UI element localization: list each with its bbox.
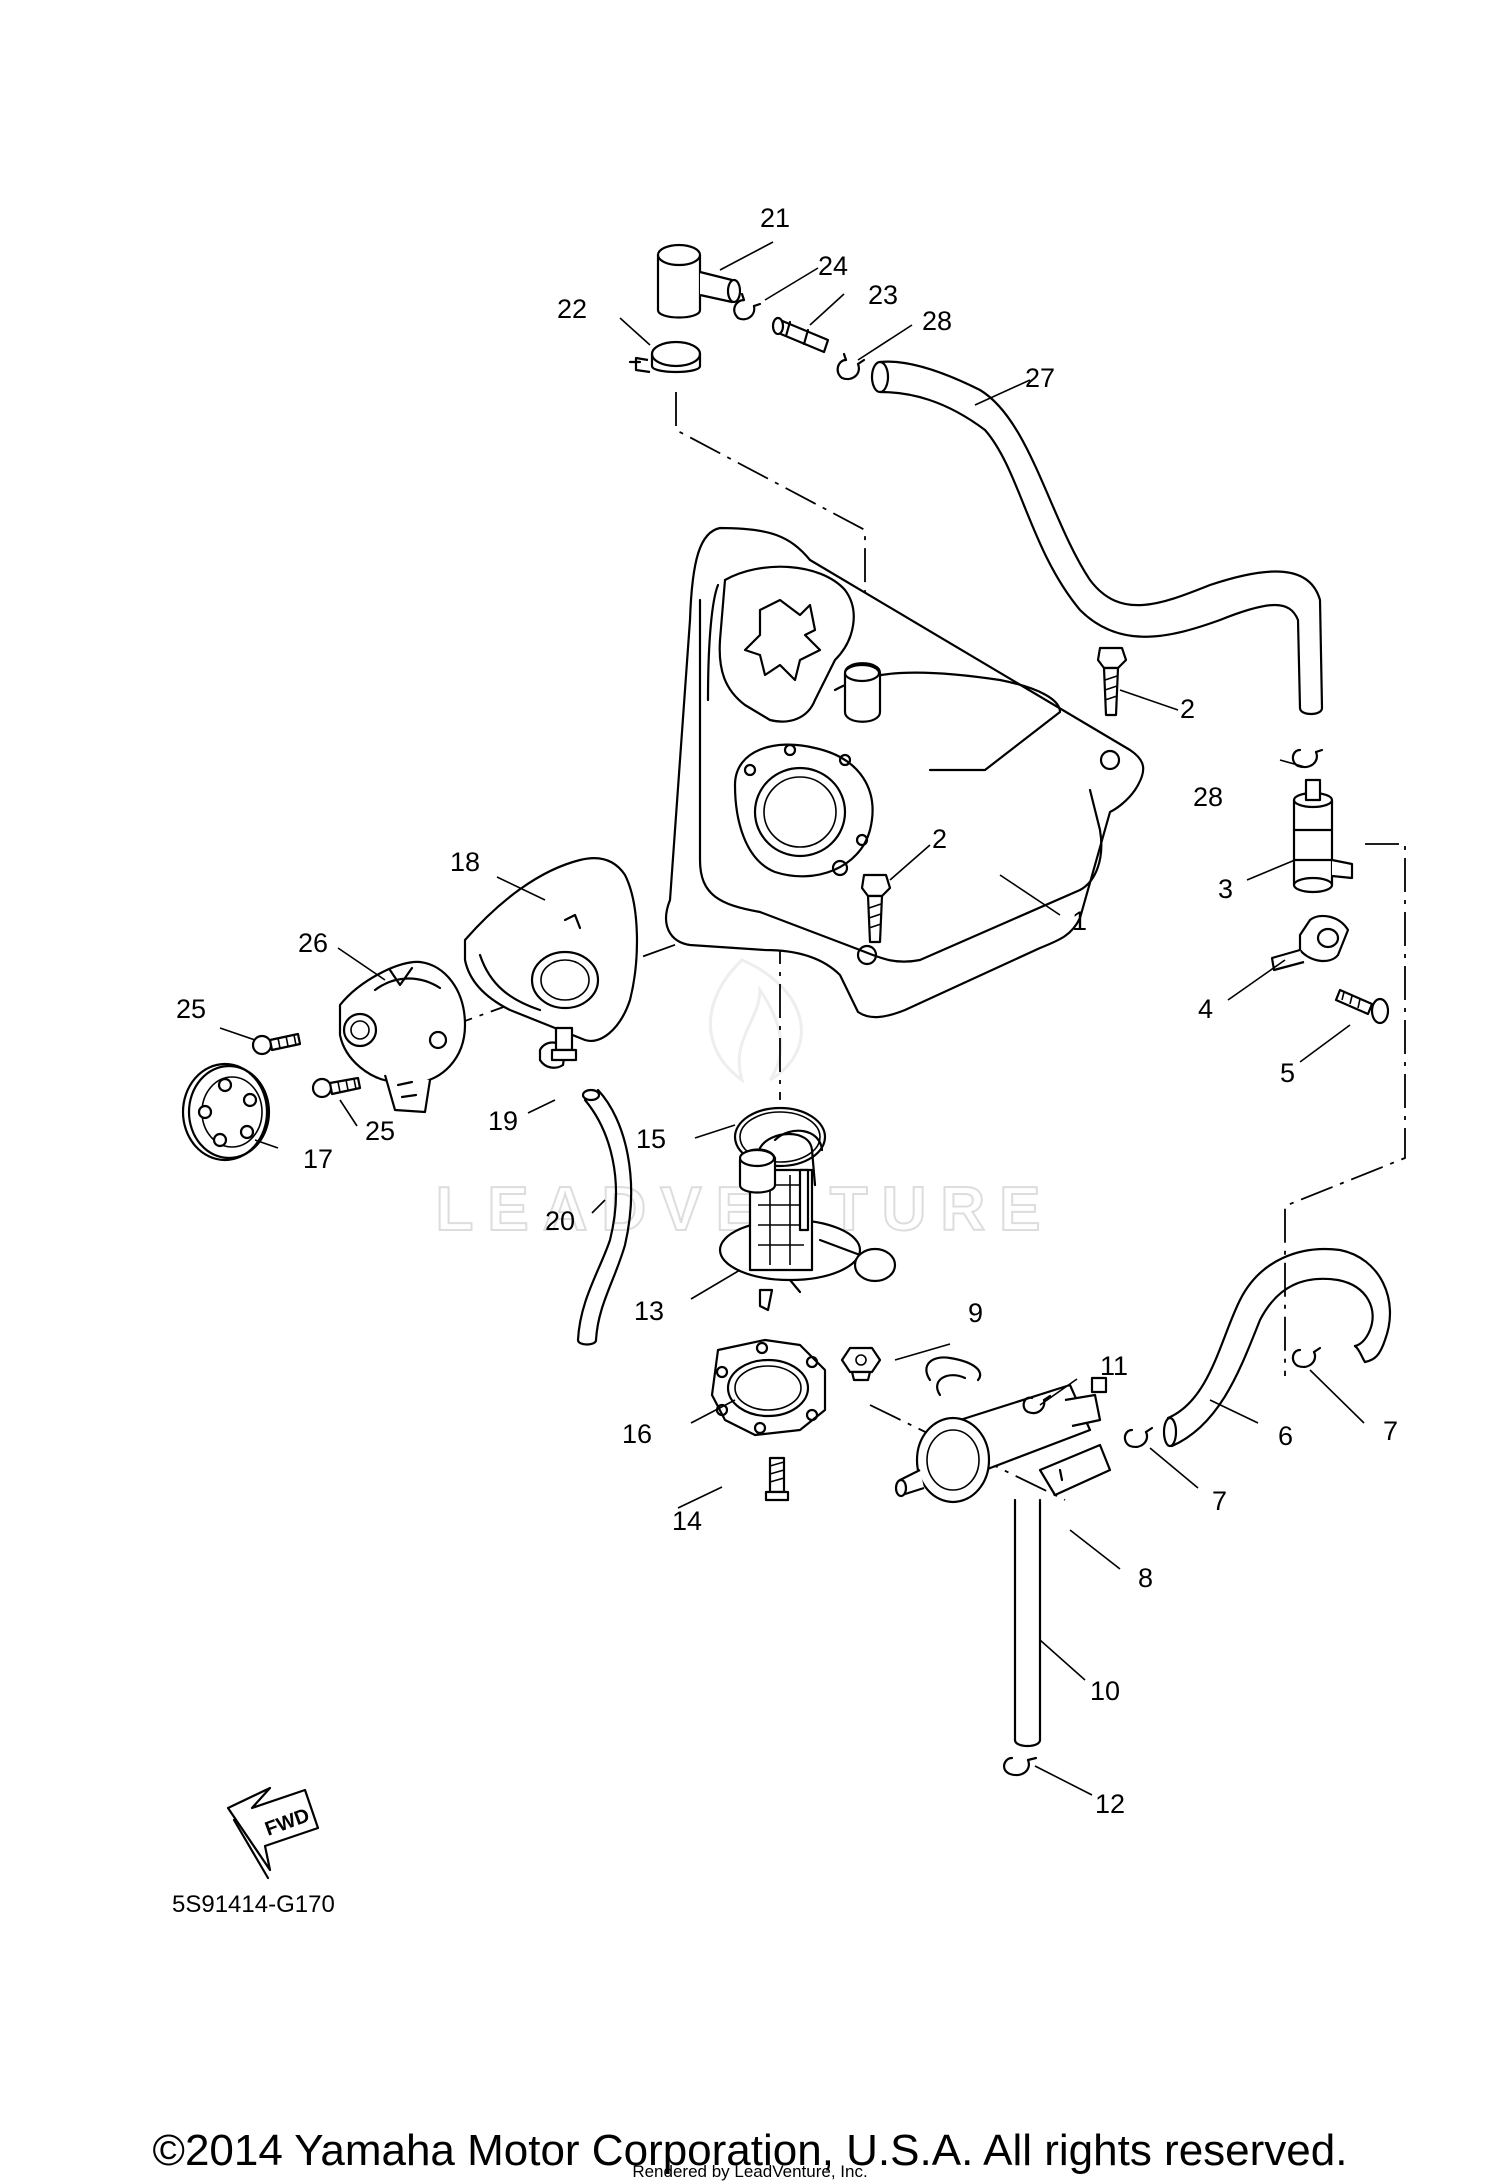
callout-28-lower: 28 [1193,782,1223,812]
hose-joint [550,1026,578,1062]
clip-28-lower [1291,748,1324,769]
plate-bolt [764,1456,790,1502]
breather-hose [870,360,1324,716]
callout-11: 11 [1100,1351,1128,1381]
callout-25-upper: 25 [176,994,206,1024]
callout-24: 24 [818,251,848,281]
callout-19: 19 [488,1106,518,1136]
leader-lines [219,241,1365,1796]
callout-16: 16 [622,1419,652,1449]
bolt-upper [1096,646,1128,717]
callout-2-upper: 2 [1180,694,1195,724]
callout-6: 6 [1278,1421,1293,1451]
callout-3: 3 [1218,874,1233,904]
grommet-disc [181,1062,271,1162]
callout-20: 20 [545,1206,575,1236]
callout-28-upper: 28 [922,306,952,336]
pump-plate [710,1338,827,1437]
callout-5: 5 [1280,1058,1295,1088]
callout-26: 26 [298,928,328,958]
pump-cover [463,857,639,1069]
callout-7-left: 7 [1212,1486,1227,1516]
callout-18: 18 [450,847,480,877]
callout-22: 22 [557,294,587,324]
callout-9: 9 [968,1298,983,1328]
fuel-pump [718,1129,897,1312]
callout-25-lower: 25 [365,1116,395,1146]
fuel-tank [665,526,1145,1019]
callout-27: 27 [1025,363,1055,393]
callout-21: 21 [760,203,790,233]
fwd-arrow: FWD [226,1786,320,1880]
leadventure-logo-icon [709,958,803,1084]
screw-25-lower [311,1076,362,1099]
rendered-by-notice: Rendered by LeadVenture, Inc. [632,2162,868,2181]
callout-4: 4 [1198,994,1213,1024]
fuel-filter [1292,778,1354,894]
callout-8: 8 [1138,1563,1153,1593]
clip-11 [1022,1394,1052,1415]
callout-23: 23 [868,280,898,310]
callout-10: 10 [1090,1676,1120,1706]
bolt-lower [860,873,892,944]
callout-labels: 1 2 2 3 4 5 6 7 7 8 9 10 11 12 13 14 15 … [176,203,1398,1819]
clip-7-right [1291,1346,1322,1368]
callout-2-lower: 2 [932,824,947,854]
callout-7-right: 7 [1383,1416,1398,1446]
flange-nut [840,1346,882,1382]
callout-12: 12 [1095,1789,1125,1819]
callout-15: 15 [636,1124,666,1154]
bracket-bolt [1334,988,1390,1025]
drain-hose [576,1088,633,1346]
hose-clamp-upper [628,340,702,374]
callout-17: 17 [303,1144,333,1174]
filter-bracket [1270,914,1350,972]
callout-1: 1 [1072,906,1087,936]
callout-14: 14 [672,1506,702,1536]
screw-25-upper [251,1032,302,1056]
pressure-regulator [894,1356,1112,1504]
clip-7-left [1123,1426,1154,1448]
clip-12 [1003,1756,1038,1777]
callout-13: 13 [634,1296,664,1326]
diagram-code: 5S91414-G170 [172,1891,335,1918]
breather-cap [656,243,742,319]
fuel-pump-assembly [338,960,467,1114]
clip-24 [733,292,762,321]
breather-fitting [771,316,830,354]
fuel-hose [1162,1248,1392,1448]
clip-28-upper [836,352,866,381]
outlet-hose [1013,1498,1042,1748]
copyright-notice: ©2014 Yamaha Motor Corporation, U.S.A. A… [152,2126,1348,2175]
